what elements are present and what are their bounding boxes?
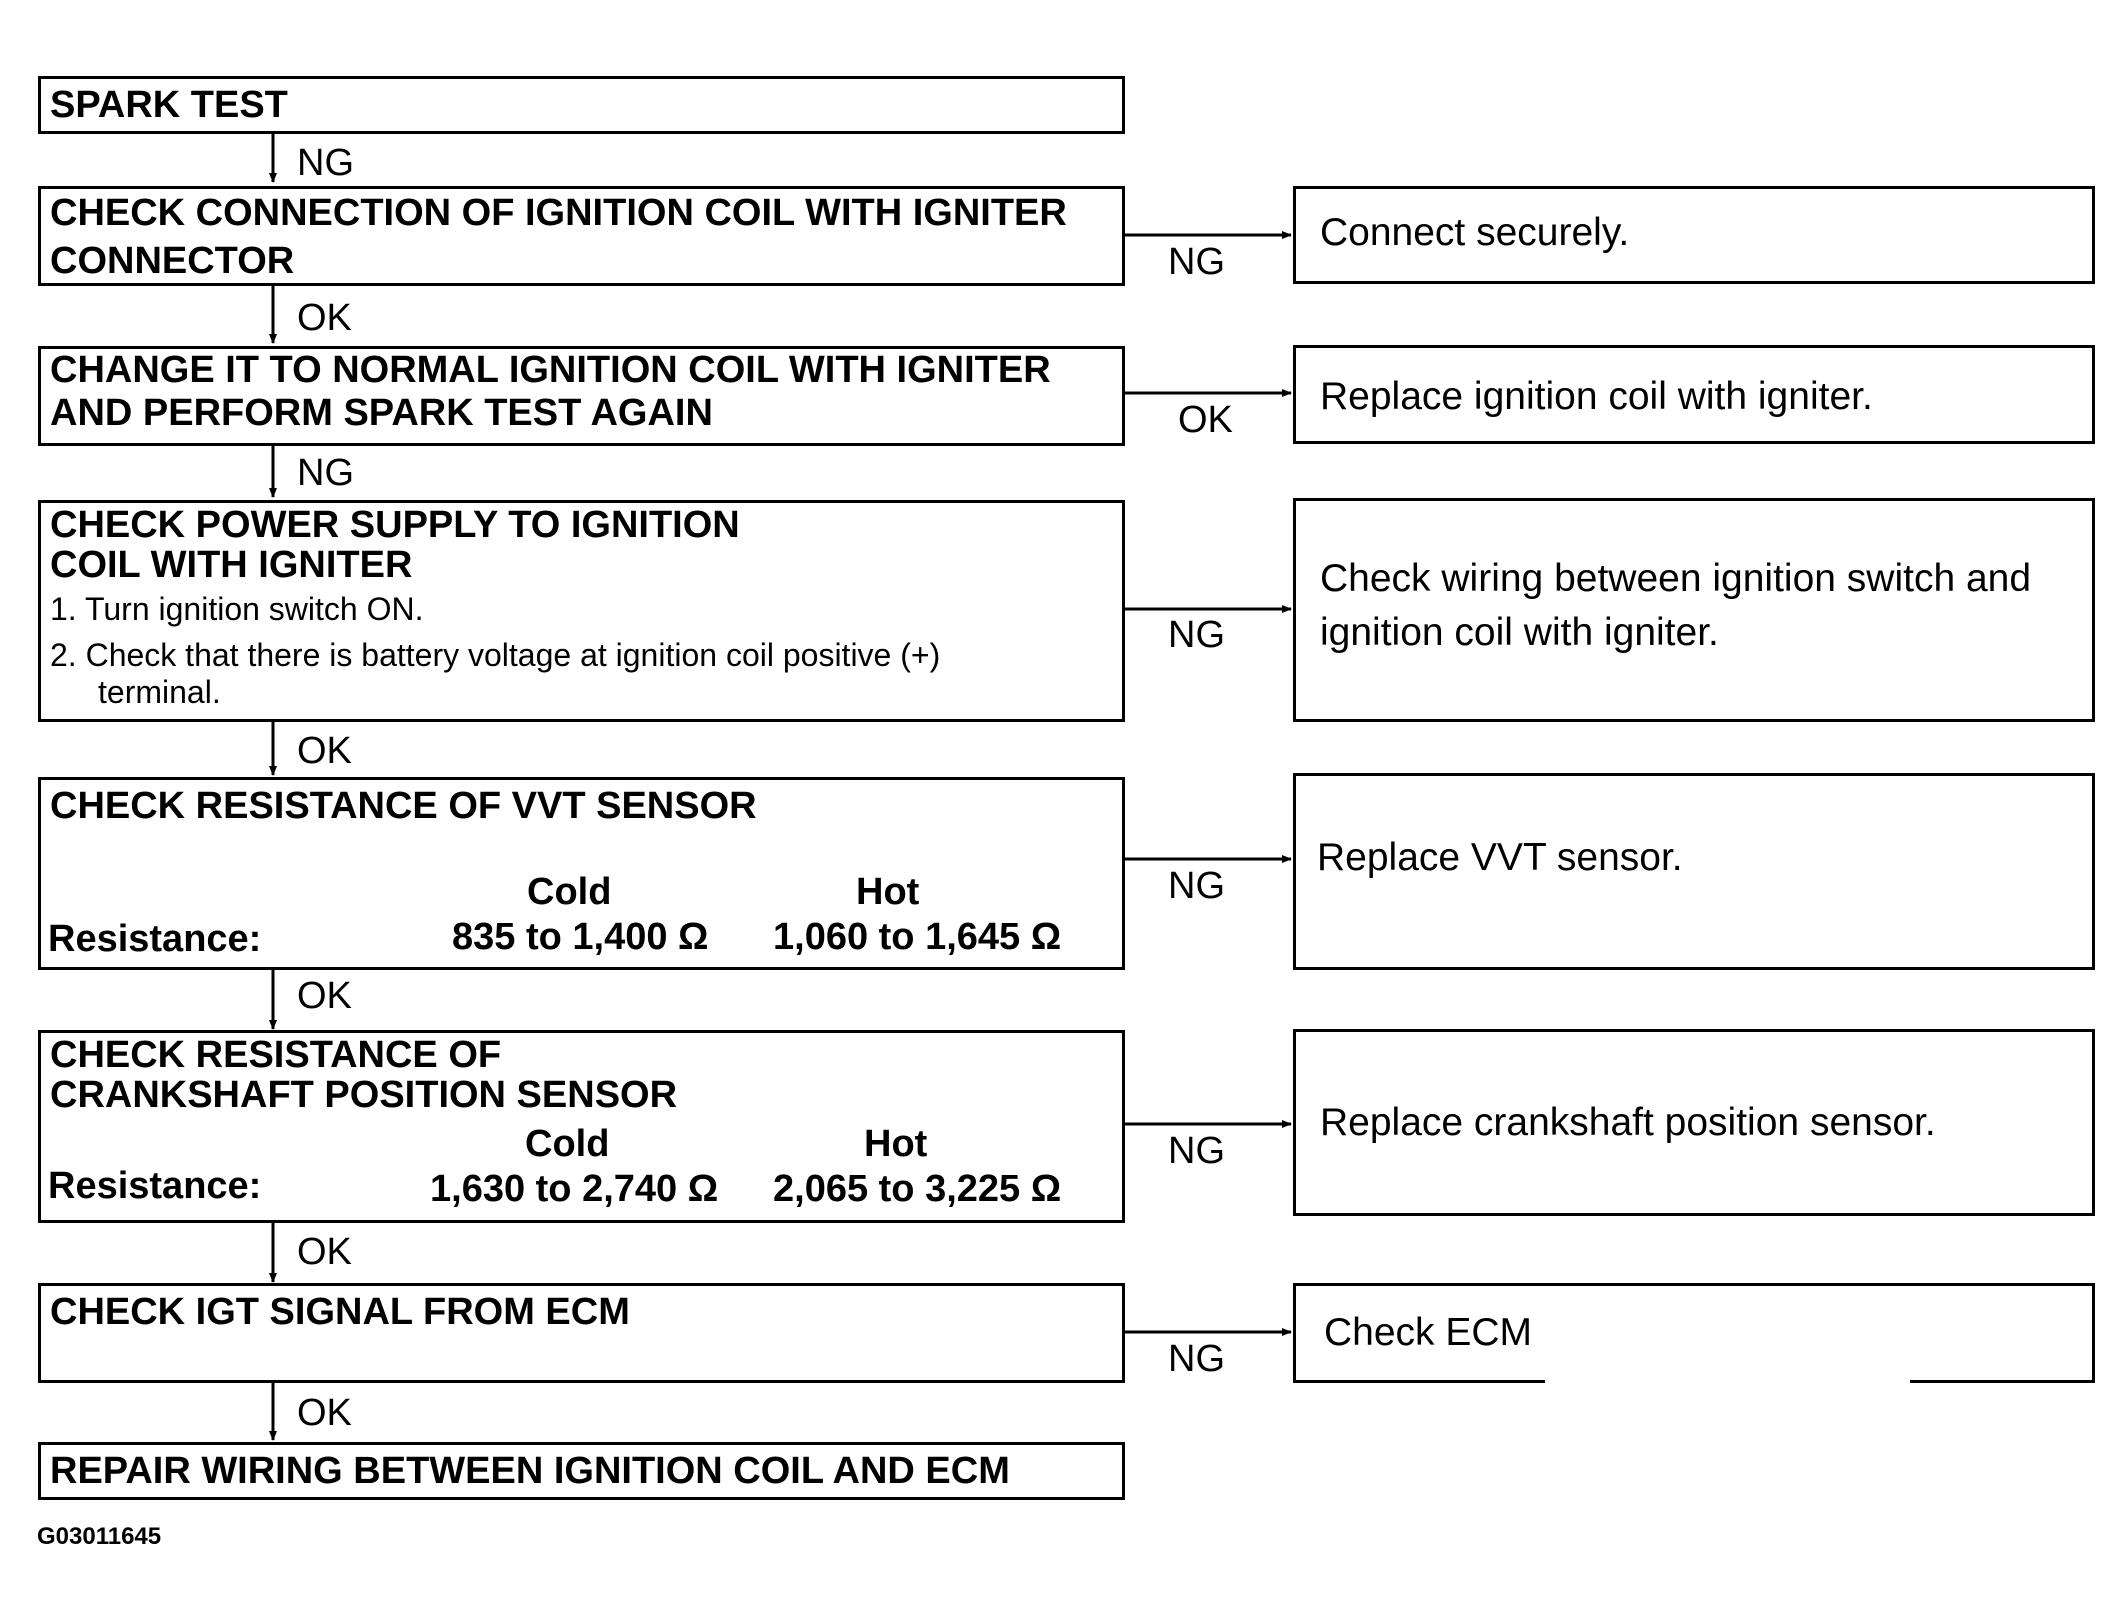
result-box-replace-crankshaft: Replace crankshaft position sensor. — [1293, 1029, 2095, 1216]
down-label-3: NG — [297, 452, 354, 494]
step-box-check-crankshaft: CHECK RESISTANCE OF CRANKSHAFT POSITION … — [38, 1030, 1125, 1223]
step-title: CHECK RESISTANCE OF VVT SENSOR — [50, 785, 757, 827]
result-box-replace-vvt: Replace VVT sensor. — [1293, 773, 2095, 970]
result-label-4: NG — [1168, 865, 1225, 907]
resistance-label: Resistance: — [48, 1165, 262, 1207]
down-label-5: OK — [297, 975, 352, 1017]
result-box-check-ecm: Check ECM — [1293, 1283, 2095, 1383]
step-title: CHECK RESISTANCE OF CRANKSHAFT POSITION … — [50, 1034, 678, 1116]
step-title: REPAIR WIRING BETWEEN IGNITION COIL AND … — [50, 1450, 1010, 1492]
step-title: CHECK IGT SIGNAL FROM ECM — [50, 1291, 630, 1333]
step-box-check-power-supply: CHECK POWER SUPPLY TO IGNITION COIL WITH… — [38, 500, 1125, 722]
step-title: CHECK CONNECTION OF IGNITION COIL WITH I… — [50, 192, 1067, 282]
col-hot-header: Hot — [856, 871, 920, 913]
result-box-check-wiring: Check wiring between ignition switch and… — [1293, 498, 2095, 722]
cold-value: 835 to 1,400 Ω — [452, 916, 709, 958]
result-label-2: OK — [1178, 399, 1233, 441]
result-label-5: NG — [1168, 1130, 1225, 1172]
step-box-check-vvt: CHECK RESISTANCE OF VVT SENSOR Cold Hot … — [38, 777, 1125, 970]
result-label-3: NG — [1168, 614, 1225, 656]
step-box-check-igt: CHECK IGT SIGNAL FROM ECM — [38, 1283, 1125, 1383]
step-box-change-coil: CHANGE IT TO NORMAL IGNITION COIL WITH I… — [38, 346, 1125, 446]
result-box-replace-coil: Replace ignition coil with igniter. — [1293, 345, 2095, 444]
down-label-7: OK — [297, 1392, 352, 1434]
result-label-6: NG — [1168, 1338, 1225, 1380]
border-gap — [1545, 1380, 1910, 1385]
resistance-label: Resistance: — [48, 918, 262, 960]
col-hot-header: Hot — [864, 1123, 928, 1165]
result-text: Check wiring between ignition switch and… — [1320, 557, 2032, 654]
col-cold-header: Cold — [525, 1123, 610, 1165]
result-text: Replace crankshaft position sensor. — [1320, 1101, 1936, 1144]
result-box-connect: Connect securely. — [1293, 186, 2095, 284]
result-text: Replace VVT sensor. — [1317, 836, 1683, 879]
hot-value: 2,065 to 3,225 Ω — [773, 1168, 1062, 1210]
figure-code: G03011645 — [37, 1523, 162, 1550]
step-box-repair-wiring: REPAIR WIRING BETWEEN IGNITION COIL AND … — [38, 1442, 1125, 1500]
col-cold-header: Cold — [527, 871, 612, 913]
down-label-1: NG — [297, 142, 354, 184]
step-title: CHECK POWER SUPPLY TO IGNITION COIL WITH… — [50, 504, 740, 586]
result-text: Check ECM — [1324, 1311, 1533, 1354]
result-label-1: NG — [1168, 241, 1225, 283]
hot-value: 1,060 to 1,645 Ω — [773, 916, 1062, 958]
cold-value: 1,630 to 2,740 Ω — [430, 1168, 719, 1210]
sub-step-2: 2. Check that there is battery voltage a… — [50, 637, 941, 673]
sub-step-1: 1. Turn ignition switch ON. — [50, 591, 424, 627]
step-title: CHANGE IT TO NORMAL IGNITION COIL WITH I… — [50, 349, 1051, 434]
result-text: Replace ignition coil with igniter. — [1320, 375, 1873, 418]
sub-step-2-cont: terminal. — [98, 674, 221, 710]
down-label-2: OK — [297, 297, 352, 339]
result-text: Connect securely. — [1320, 211, 1630, 254]
step-box-check-connection: CHECK CONNECTION OF IGNITION COIL WITH I… — [38, 186, 1125, 286]
down-label-6: OK — [297, 1231, 352, 1273]
step-box-spark-test: SPARK TEST — [38, 76, 1125, 134]
down-label-4: OK — [297, 730, 352, 772]
step-title: SPARK TEST — [50, 84, 288, 126]
